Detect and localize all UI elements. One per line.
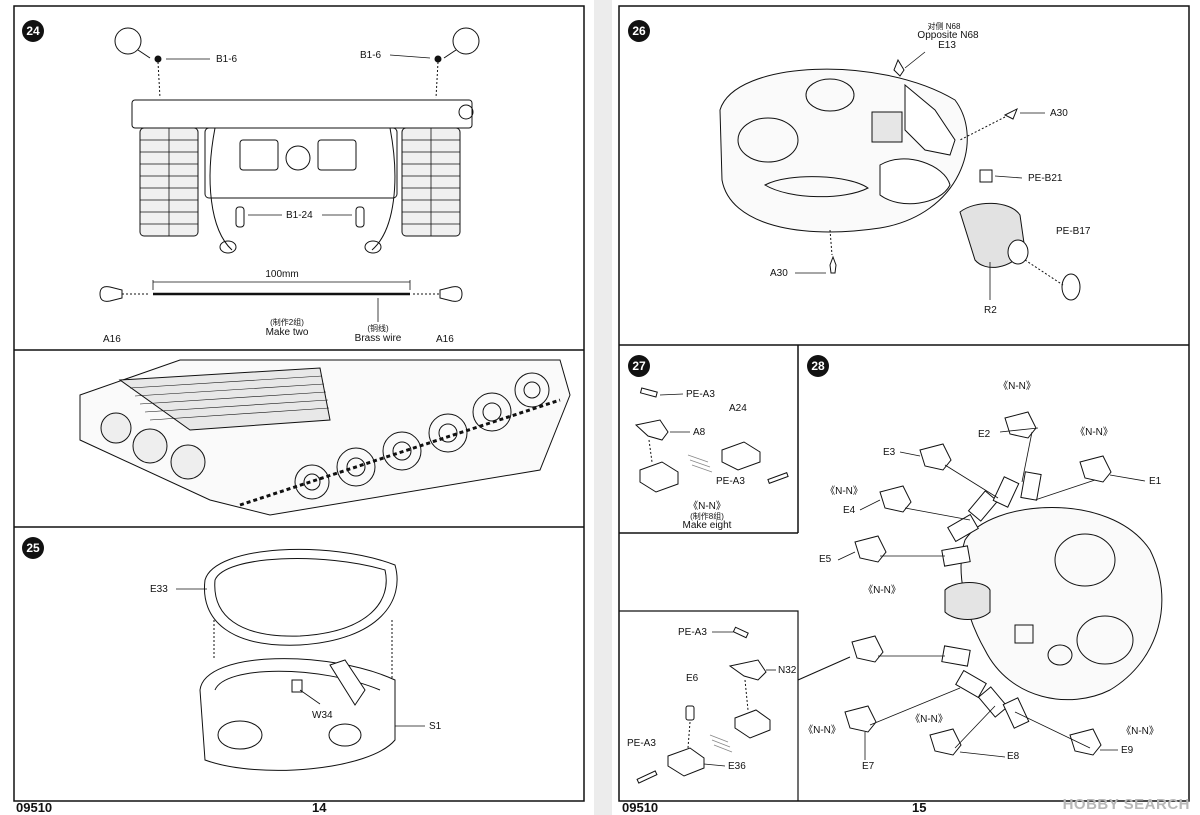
step-number-badge: 26 [628, 20, 650, 42]
part-label: E5 [819, 554, 832, 565]
step-number-badge: 27 [628, 355, 650, 377]
part-label: B1-24 [286, 210, 313, 221]
note-label: Opposite N68 [917, 30, 979, 41]
part-label: E7 [862, 761, 875, 772]
part-label: E33 [150, 584, 168, 595]
step-number-badge: 25 [22, 537, 44, 559]
part-label: PE-A3 [627, 738, 656, 749]
inset-pointer [797, 656, 851, 681]
part-label: E4 [843, 505, 856, 516]
note-label-cn: (制作2组) [270, 318, 304, 327]
part-label: PE-A3 [686, 389, 715, 400]
part-label: A16 [436, 334, 454, 345]
part-label: E3 [883, 447, 896, 458]
part-label: A24 [729, 403, 747, 414]
page-number: 15 [912, 800, 927, 815]
part-label: R2 [984, 305, 997, 316]
left-page-frame [13, 5, 585, 802]
step-number-badge: 28 [807, 355, 829, 377]
product-code: 09510 [16, 800, 53, 815]
part-label: A16 [103, 334, 121, 345]
step25-turret [176, 548, 425, 771]
part-label: A30 [1050, 108, 1068, 119]
note-label-cn: 对侧 N68 [927, 22, 961, 31]
part-label: PE-B21 [1028, 173, 1063, 184]
inset-frame [619, 610, 799, 801]
step24-rear-hull [114, 27, 480, 254]
note-label: Make two [265, 327, 309, 338]
product-code: 09510 [622, 800, 659, 815]
part-label: W34 [312, 710, 333, 721]
note-label: 《N-N》 [1121, 726, 1159, 737]
inset-parts [636, 626, 776, 784]
note-label: Make eight [682, 520, 732, 531]
part-label: B1-6 [216, 54, 238, 65]
note-label: 《N-N》 [803, 725, 841, 736]
part-label: E2 [978, 429, 991, 440]
watermark: HOBBY SEARCH [1062, 796, 1190, 813]
note-label-cn: (铜线) [367, 324, 389, 333]
note-label: 《N-N》 [998, 381, 1036, 392]
part-label: PE-A3 [678, 627, 707, 638]
note-label: 《N-N》 [825, 486, 863, 497]
part-label: E13 [938, 40, 956, 51]
note-label: 《N-N》 [1075, 427, 1113, 438]
part-label: A30 [770, 268, 788, 279]
step28-turret-plan [837, 411, 1163, 760]
note-label: 《N-N》 [863, 585, 901, 596]
note-label: 《N-N》 [910, 714, 948, 725]
part-label: PE-B17 [1056, 226, 1091, 237]
step26-turret-top [719, 51, 1081, 301]
page-number: 14 [312, 800, 327, 815]
part-label: S1 [429, 721, 442, 732]
part-label: E36 [728, 761, 746, 772]
note-label: 《N-N》 [688, 501, 726, 512]
spine [594, 0, 612, 815]
note-label: Brass wire [354, 333, 402, 344]
step28-hinges [844, 411, 1112, 756]
part-label: E6 [686, 673, 699, 684]
right-page-frame [618, 5, 1190, 802]
hull-side-drawing [79, 359, 571, 516]
part-label: B1-6 [360, 50, 382, 61]
step27-parts [634, 387, 789, 493]
step-number-badge: 24 [22, 20, 44, 42]
note-label-cn: (制作8组) [690, 512, 724, 521]
part-label: N32 [778, 665, 797, 676]
part-label: A8 [693, 427, 706, 438]
part-label: E9 [1121, 745, 1134, 756]
part-label: E1 [1149, 476, 1162, 487]
dimension-label: 100mm [265, 269, 299, 280]
part-label: PE-A3 [716, 476, 745, 487]
step24-brass-wire [99, 280, 463, 322]
part-label: E8 [1007, 751, 1020, 762]
